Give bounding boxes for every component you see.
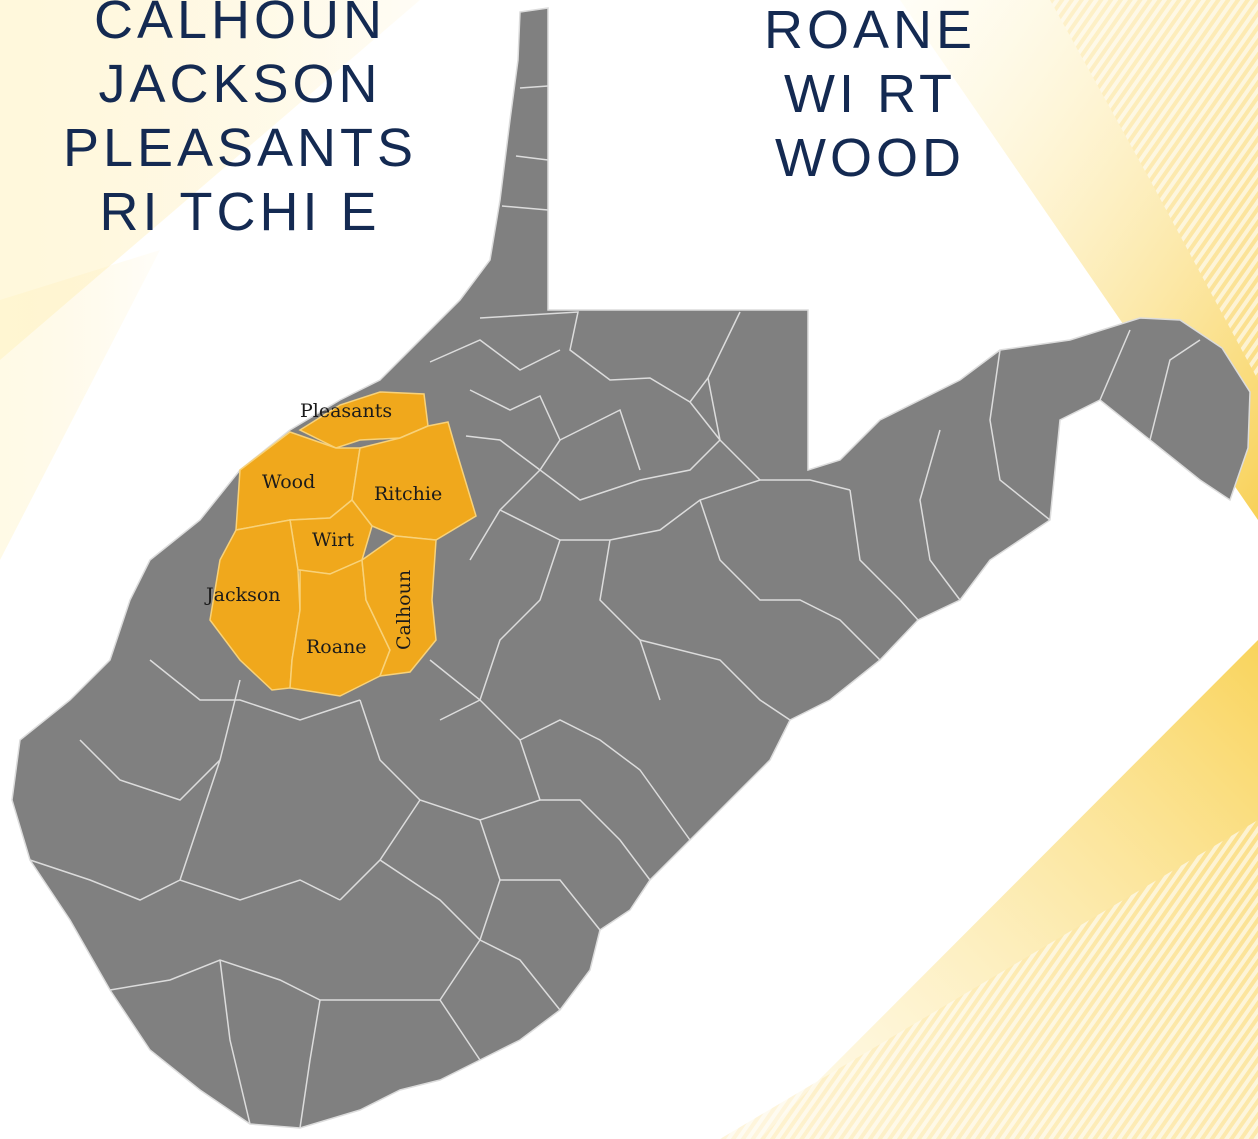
county-list-item: ROANE — [763, 0, 977, 60]
label-pleasants: Pleasants — [300, 400, 392, 422]
label-jackson: Jackson — [204, 584, 281, 606]
label-ritchie: Ritchie — [374, 483, 442, 505]
label-wirt: Wirt — [312, 529, 354, 551]
label-calhoun: Calhoun — [393, 570, 415, 650]
county-borders — [29, 85, 1201, 1129]
highlighted-region — [209, 391, 477, 697]
county-list-item: PLEASANTS — [62, 118, 418, 178]
label-wood: Wood — [262, 471, 315, 493]
county-list-right: ROANE WI RT WOOD — [720, 0, 1020, 190]
county-list-item: WOOD — [775, 128, 965, 188]
label-roane: Roane — [306, 636, 367, 658]
ray-bottom-stripes — [720, 820, 1258, 1139]
county-list-item: CALHOUN — [93, 0, 387, 50]
ray-left-band — [0, 250, 160, 560]
county-list-item: RI TCHI E — [99, 182, 381, 242]
state-shape — [11, 7, 1251, 1129]
county-list-item: WI RT — [784, 64, 956, 124]
county-labels: Pleasants Wood Ritchie Wirt Jackson Roan… — [204, 400, 442, 658]
ray-right-band — [1050, 0, 1258, 380]
county-calhoun — [361, 535, 437, 677]
county-list-item: JACKSON — [98, 54, 382, 114]
county-list-left: CALHOUN JACKSON PLEASANTS RI TCHI E — [40, 0, 440, 244]
